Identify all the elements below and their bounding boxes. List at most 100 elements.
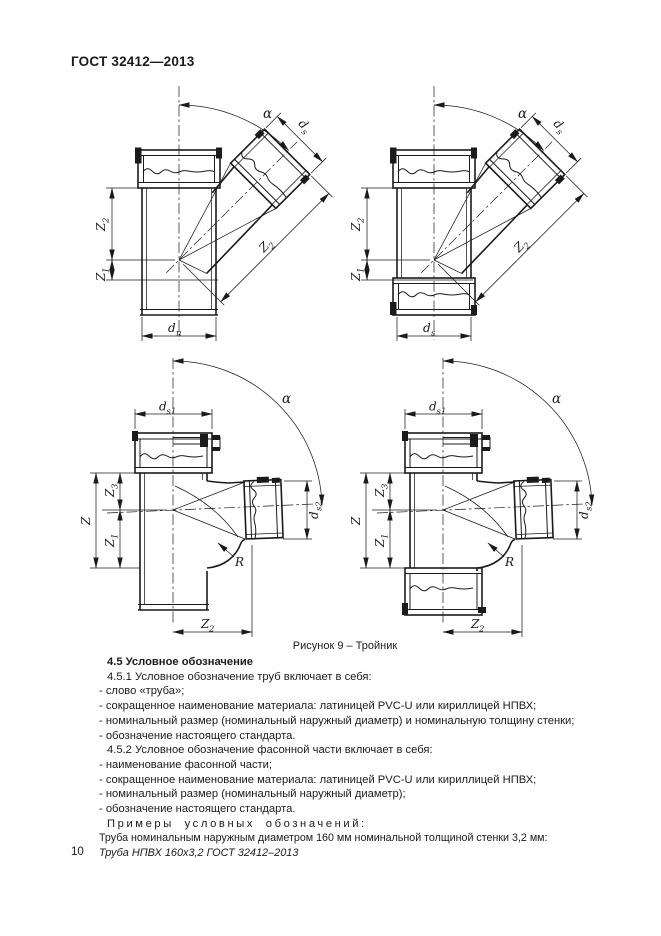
dim-label-alpha: α (282, 391, 291, 407)
label-sub: 1 (381, 534, 391, 539)
label-base: d (577, 511, 591, 519)
label-base: d (423, 321, 431, 335)
examples-label: Примеры условных обозначений: (107, 817, 367, 830)
dimension-z2-branch (475, 193, 585, 303)
main-socket (132, 431, 221, 474)
label-sub: 2 (102, 218, 112, 224)
list-451-item: - номинальный размер (номинальный наружн… (99, 714, 575, 727)
bottom-socket (402, 567, 486, 616)
label-base: Z (349, 222, 363, 232)
branch-87deg: R (172, 476, 284, 569)
dimension-ds2-right: d s2 (283, 480, 325, 540)
dimension-z-z1-z3-left: Z Z 3 Z 1 (349, 472, 437, 569)
label-sub: s1 (167, 407, 177, 417)
label-sub: s (299, 127, 310, 138)
label-sub: 2 (357, 218, 367, 224)
label-sub: s1 (437, 407, 447, 417)
radius-leader (487, 542, 505, 558)
label-base: Z (373, 538, 387, 548)
label-base: Z (103, 538, 117, 548)
label-sub: n (176, 329, 181, 339)
dimension-z2-z1-left: Z 2 Z 1 (349, 187, 473, 282)
dim-label-alpha: α (518, 106, 527, 122)
radius-leader (217, 542, 235, 558)
example-designation: Труба НПВХ 160х3,2 ГОСТ 32412–2013 (99, 847, 299, 860)
main-pipe (396, 188, 472, 278)
list-452-item: - номинальный размер (номинальный наружн… (99, 788, 406, 801)
list-451-item: - сокращенное наименование материала: ла… (99, 700, 537, 713)
main-socket (390, 147, 477, 189)
dim-label-z: Z (79, 516, 93, 526)
dim-label-z1-left: Z 1 (94, 268, 112, 282)
main-pipe (409, 473, 478, 571)
dimension-z2-bottom: Z 2 (172, 545, 253, 637)
label-base: Z (79, 516, 93, 526)
label-sub: 2 (208, 625, 214, 635)
dim-label-z1: Z 1 (373, 534, 391, 548)
alpha-arc (172, 358, 325, 506)
branch-87deg: R (442, 476, 554, 569)
page-number: 10 (71, 846, 84, 858)
dimension-z2-bottom: Z 2 (442, 545, 523, 637)
example-description: Труба номинальным наружным диаметром 160… (99, 832, 548, 845)
label-base: Z (349, 516, 363, 526)
dimension-z-z1-z3-left: Z Z 3 Z 1 (79, 472, 167, 569)
dim-label-ds: d s (551, 116, 567, 138)
main-socket (402, 431, 491, 474)
label-base: Z (103, 488, 117, 498)
dim-label-z2-left: Z 2 (349, 218, 367, 232)
label-sub: 1 (357, 268, 367, 273)
label-base: d (159, 400, 167, 414)
drawing-tee-87deg-double-socket: d s1 (349, 358, 595, 637)
dim-label-z2-left: Z 2 (94, 218, 112, 232)
dimension-dn-bottom: d n (141, 317, 217, 341)
bottom-socket (390, 277, 477, 316)
dim-label-z1: Z 1 (103, 534, 121, 548)
label-sub: s2 (315, 501, 325, 511)
label-base: Z (200, 617, 210, 631)
main-pipe (138, 473, 209, 611)
label-base: Z (373, 488, 387, 498)
dim-label-z: Z (349, 516, 363, 526)
dim-label-alpha: α (552, 391, 561, 407)
dimension-ds2-right: d s2 (553, 480, 595, 540)
alpha-arc (442, 358, 595, 506)
dim-label-ds: d s (296, 116, 312, 138)
dimension-ds-bottom: d s (396, 317, 472, 341)
dim-label-alpha: α (263, 106, 272, 122)
drawing-tee-45deg: d s Z 2 α Z 2 Z 1 (94, 86, 333, 341)
label-sub: s (431, 329, 436, 339)
section-text: 4.5 Условное обозначение 4.5.1 Условное … (99, 655, 581, 861)
label-base: d (168, 321, 176, 335)
dim-label-ds2: d s2 (307, 501, 325, 519)
alpha-arc (178, 102, 289, 151)
branch-45deg: d s Z 2 (421, 112, 588, 306)
dim-label-r: R (234, 555, 244, 569)
branch-socket (513, 476, 554, 540)
drawing-tee-87deg: d s1 (79, 358, 325, 637)
dim-label-z3: Z 3 (103, 484, 121, 498)
label-base: Z (349, 272, 363, 282)
dim-label-ds2: d s2 (577, 501, 595, 519)
dimension-ds1-top: d s1 (404, 400, 483, 429)
main-socket (135, 147, 222, 189)
alpha-arc (433, 102, 544, 151)
label-sub: 2 (478, 625, 484, 635)
dim-label-z3: Z 3 (373, 484, 391, 498)
branch-socket (243, 476, 284, 540)
label-base: Z (94, 272, 108, 282)
dimension-ds1-top: d s1 (134, 400, 213, 429)
dim-label-z2-branch: Z 2 (255, 239, 278, 256)
section-heading: 4.5 Условное обозначение (107, 656, 253, 668)
label-sub: s2 (585, 501, 595, 511)
dim-label-r: R (504, 555, 514, 569)
dimension-z2-z1-left: Z 2 Z 1 (94, 187, 218, 282)
label-base: Z (94, 222, 108, 232)
label-sub: s (554, 127, 565, 138)
label-base: d (307, 511, 321, 519)
clause-451: 4.5.1 Условное обозначение труб включает… (107, 670, 372, 683)
label-sub: 2 (266, 241, 278, 253)
dim-label-z1-left: Z 1 (349, 268, 367, 282)
drawing-tee-45deg-double-socket: d s Z 2 α Z 2 Z 1 (349, 86, 588, 341)
